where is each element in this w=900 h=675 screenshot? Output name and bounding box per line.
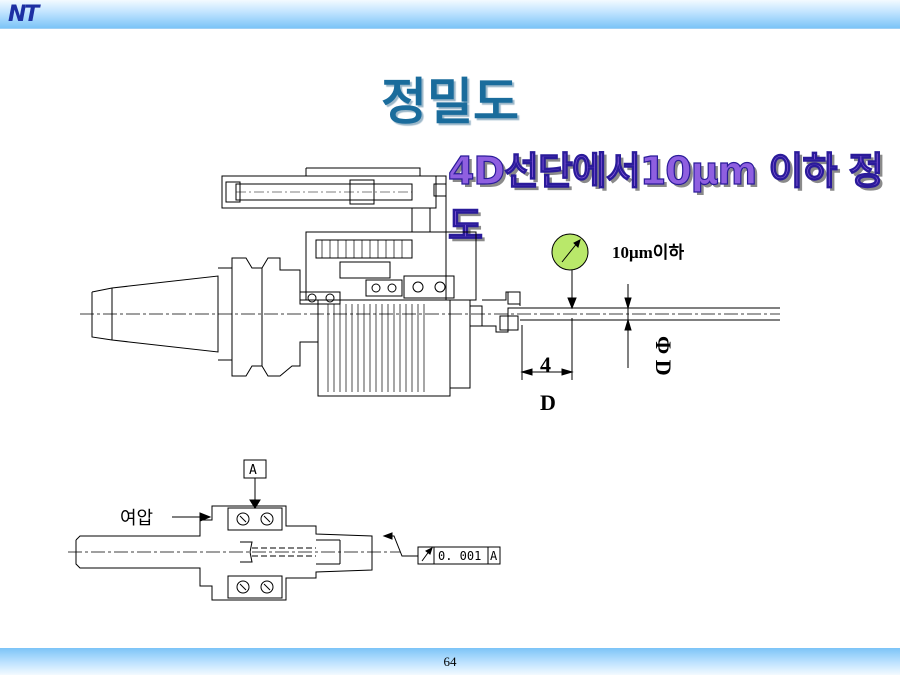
company-logo: NT (8, 2, 39, 27)
gauge-label: 10μm이하 (612, 243, 684, 262)
footer-band (0, 648, 900, 675)
dial-gauge-icon (551, 233, 589, 271)
length-value: 4 (540, 352, 551, 377)
header-band: NT (0, 0, 900, 29)
datum-label: A (249, 463, 257, 478)
diameter-label: Φ D (651, 336, 676, 376)
length-unit: D (540, 390, 556, 415)
preload-label: 여압 (120, 508, 153, 529)
page-subtitle: 4D선단에서10μm 이하 정도 (447, 148, 884, 248)
tolerance-value: 0. 001 (438, 549, 481, 563)
page-number: 64 (443, 654, 457, 669)
tolerance-datum: A (490, 549, 498, 563)
dimension-lines (520, 268, 640, 380)
spindle-holder-drawing (80, 167, 780, 397)
bearing-runout-drawing (68, 459, 501, 601)
page-title: 정밀도 (381, 73, 519, 131)
